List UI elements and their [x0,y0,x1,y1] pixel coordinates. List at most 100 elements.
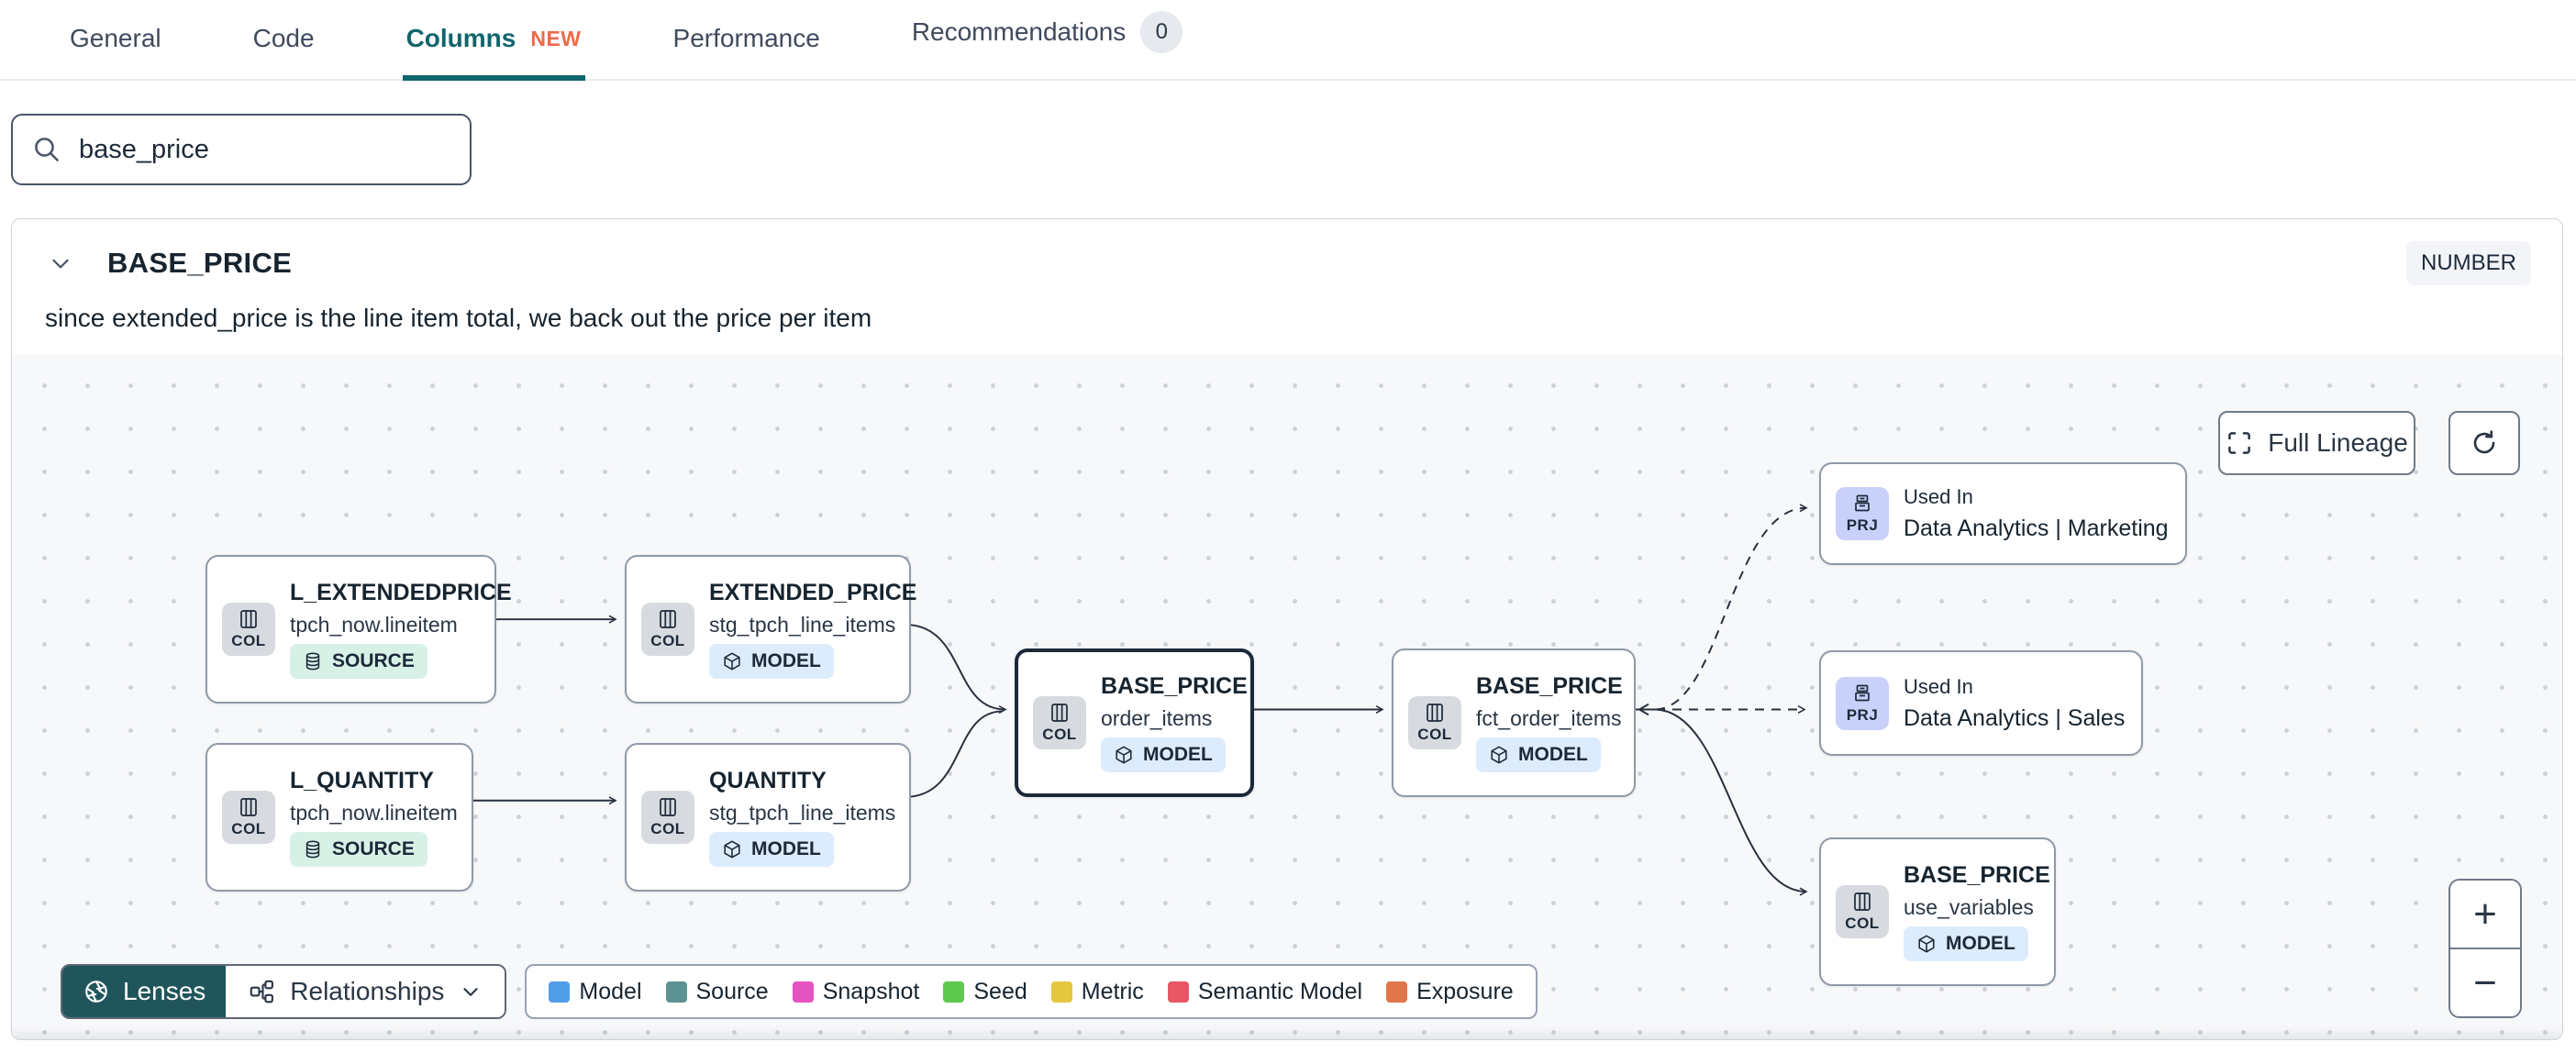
column-badge: COL [641,603,694,656]
lineage-node-base-price-order-items[interactable]: COL BASE_PRICE order_items MODEL [1015,648,1254,797]
node-subtitle: use_variables [1904,895,2034,919]
column-card-header: BASE_PRICE NUMBER [12,219,2562,291]
node-title: BASE_PRICE [1101,673,1248,699]
columns-icon [1427,704,1443,722]
column-card: BASE_PRICE NUMBER since extended_price i… [11,218,2563,1040]
drawers-icon [1855,494,1870,512]
lineage-node-quantity[interactable]: COL QUANTITY stg_tpch_line_items MODEL [625,743,911,892]
legend-swatch [665,981,687,1003]
expand-icon [2228,432,2251,454]
exposure-title: Data Analytics | Marketing [1904,515,2169,541]
cube-icon [724,652,740,671]
column-badge: COL [222,603,275,656]
column-badge: COL [1408,696,1461,749]
lineage-node-extended-price[interactable]: COL EXTENDED_PRICE stg_tpch_line_items M… [625,555,916,704]
legend-item-exposure: Exposure [1386,979,1514,1005]
relationships-icon [250,980,274,1003]
columns-icon [240,610,257,628]
search-input[interactable]: base_price [11,114,472,185]
cube-icon [1491,746,1507,764]
database-icon [305,652,320,671]
lineage-node-l-extendedprice[interactable]: COL L_EXTENDEDPRICE tpch_now.lineitem SO… [205,555,512,704]
cube-icon [1116,746,1132,764]
lineage-node-exposure-sales[interactable]: PRJ Used In Data Analytics | Sales [1819,650,2144,756]
collapse-chevron-icon[interactable] [39,249,82,277]
recommendations-count-badge: 0 [1140,11,1183,53]
node-title: L_QUANTITY [290,768,434,793]
legend-item-seed: Seed [943,979,1027,1005]
node-subtitle: stg_tpch_line_items [709,613,896,637]
model-type-badge: MODEL [709,832,834,867]
columns-icon [660,798,676,816]
lineage-node-base-price-fct-order-items[interactable]: COL BASE_PRICE fct_order_items MODEL [1392,648,1636,797]
used-in-label: Used In [1904,485,1973,508]
model-type-badge: MODEL [709,644,834,679]
model-type-badge: MODEL [1101,737,1226,772]
tab-general[interactable]: General [66,24,165,81]
relationships-label: Relationships [290,977,445,1005]
lineage-canvas[interactable]: COL L_EXTENDEDPRICE tpch_now.lineitem SO… [12,355,2562,1039]
used-in-label: Used In [1904,674,1973,698]
source-type-badge: SOURCE [290,644,427,679]
tab-performance[interactable]: Performance [670,24,824,81]
columns-icon [1854,892,1871,911]
lineage-node-base-price-use-variables[interactable]: COL BASE_PRICE use_variables MODEL [1819,837,2056,986]
lineage-legend: Model Source Snapshot Seed Metric [525,964,1538,1019]
node-subtitle: order_items [1101,706,1213,730]
search-icon [35,138,59,161]
legend-swatch [943,981,965,1003]
lenses-label: Lenses [123,977,206,1005]
legend-swatch [1167,981,1189,1003]
legend-swatch [792,981,814,1003]
canvas-toolbar: Lenses Relationships Model [61,964,1538,1019]
cube-icon [724,840,740,859]
node-subtitle: fct_order_items [1476,706,1622,730]
search-row: base_price [0,81,2576,218]
full-lineage-button[interactable]: Full Lineage [2218,411,2415,475]
lenses-group: Lenses Relationships [61,964,507,1019]
model-type-badge: MODEL [1904,926,2028,961]
aperture-icon [85,981,107,1003]
legend-item-model: Model [549,979,642,1005]
legend-swatch [1386,981,1408,1003]
lineage-node-l-quantity[interactable]: COL L_QUANTITY tpch_now.lineitem SOURCE [205,743,473,892]
node-subtitle: tpch_now.lineitem [290,801,458,825]
column-description: since extended_price is the line item to… [45,304,872,332]
column-badge: COL [641,791,694,844]
lenses-button[interactable]: Lenses [62,966,227,1017]
database-icon [305,840,320,859]
model-type-badge: MODEL [1476,737,1601,772]
tab-label: Code [252,24,315,52]
zoom-out-button[interactable]: − [2450,949,2520,1016]
column-type-badge: NUMBER [2405,241,2531,285]
tab-recommendations[interactable]: Recommendations 0 [908,11,1186,81]
relationships-dropdown[interactable]: Relationships [226,966,505,1017]
exposure-title: Data Analytics | Sales [1904,704,2126,731]
legend-item-metric: Metric [1050,979,1144,1005]
legend-item-snapshot: Snapshot [792,979,919,1005]
column-badge: COL [1836,885,1889,938]
project-badge: PRJ [1836,487,1889,540]
columns-icon [660,610,676,628]
node-title: BASE_PRICE [1904,862,2050,888]
drawers-icon [1855,684,1870,701]
refresh-button[interactable] [2448,411,2520,475]
column-badge: COL [222,791,275,844]
zoom-controls: + − [2448,879,2522,1018]
full-lineage-label: Full Lineage [2268,428,2408,457]
zoom-in-button[interactable]: + [2450,881,2520,949]
tab-columns[interactable]: Columns NEW [402,24,585,81]
columns-icon [240,798,257,816]
tab-label: Performance [672,24,820,52]
node-title: BASE_PRICE [1476,673,1623,699]
new-badge: NEW [530,26,582,50]
lineage-node-exposure-marketing[interactable]: PRJ Used In Data Analytics | Marketing [1819,462,2187,565]
column-title: BASE_PRICE [107,247,293,279]
legend-item-semantic-model: Semantic Model [1167,979,1362,1005]
tab-label: General [70,24,161,52]
source-type-badge: SOURCE [290,832,427,867]
lineage-edges [473,504,1808,896]
tab-code[interactable]: Code [250,24,318,81]
node-title: EXTENDED_PRICE [709,580,917,605]
tab-label: Recommendations [911,17,1127,46]
